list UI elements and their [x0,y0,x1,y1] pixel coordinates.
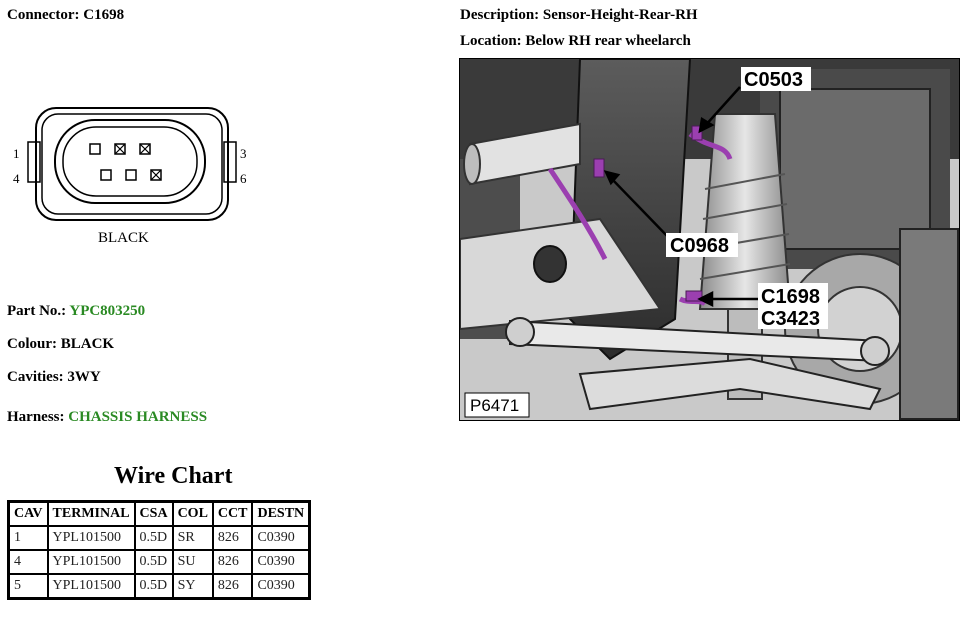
description-info: Description: Sensor-Height-Rear-RH [460,7,698,24]
table-cell: C0390 [251,525,311,551]
location-info: Location: Below RH rear wheelarch [460,33,691,50]
description-value: Sensor-Height-Rear-RH [542,7,698,23]
table-row: 4 YPL101500 0.5D SU 826 C0390 [7,549,311,575]
seal-outer [54,119,206,204]
table-cell: 826 [211,573,254,600]
callout-c3423: C3423 [761,308,820,330]
table-cell: 0.5D [133,573,174,600]
description-label: Description: [460,7,540,23]
housing-outer [35,107,229,221]
right-tab [223,141,237,183]
column-header: CAV [7,500,49,527]
location-label: Location: [460,33,522,49]
pin-label-4: 4 [13,171,20,186]
table-row: 5 YPL101500 0.5D SY 826 C0390 [7,573,311,600]
table-cell: 0.5D [133,549,174,575]
colour-label: Colour: [7,336,57,352]
cavity-5 [125,169,137,181]
housing-colour-label: BLACK [98,230,149,246]
table-row: 1 YPL101500 0.5D SR 826 C0390 [7,525,311,551]
wire-chart-table: CAV TERMINAL CSA COL CCT DESTN 1 YPL1015… [7,500,312,600]
table-cell: YPL101500 [46,525,136,551]
housing-inner [41,113,223,215]
table-cell: SR [171,525,214,551]
table-header-row: CAV TERMINAL CSA COL CCT DESTN [7,500,311,527]
callout-c0503: C0503 [744,69,803,91]
column-header: COL [171,500,214,527]
connector-label: Connector: [7,7,80,23]
callout-c0968: C0968 [670,235,729,257]
location-photo-illustration: C0503 C0968 C1698 C3423 P6471 [460,59,959,420]
location-photo: C0503 C0968 C1698 C3423 P6471 [459,58,960,421]
cavity-2 [114,143,126,155]
column-header: TERMINAL [46,500,136,527]
table-cell: C0390 [251,549,311,575]
harness-link[interactable]: CHASSIS HARNESS [68,409,208,425]
cavity-3 [139,143,151,155]
table-cell: 0.5D [133,525,174,551]
seal-inner [62,126,198,197]
cavities-label: Cavities: [7,369,64,385]
left-tab [27,141,41,183]
column-header: CSA [133,500,174,527]
table-cell: 1 [7,525,49,551]
table-cell: YPL101500 [46,573,136,600]
table-cell: SU [171,549,214,575]
column-header: CCT [211,500,254,527]
table-cell: 826 [211,549,254,575]
wire-chart-title: Wire Chart [114,463,233,489]
location-value: Below RH rear wheelarch [525,33,691,49]
callout-c1698: C1698 [761,286,820,308]
cavity-6 [150,169,162,181]
cavity-1 [89,143,101,155]
connector-info: Connector: C1698 [7,7,124,24]
cavities-value: 3WY [67,369,101,385]
column-header: DESTN [251,500,311,527]
table-cell: 826 [211,525,254,551]
colour-info: Colour: BLACK [7,336,114,353]
table-cell: YPL101500 [46,549,136,575]
pin-label-1: 1 [13,146,20,161]
table-cell: 5 [7,573,49,600]
table-cell: 4 [7,549,49,575]
pin-label-6: 6 [240,171,247,186]
part-no-label: Part No.: [7,303,67,319]
cavities-info: Cavities: 3WY [7,369,101,386]
cavity-4 [100,169,112,181]
pin-label-3: 3 [240,146,247,161]
connector-face-diagram: 1 4 3 6 BLACK [13,107,247,246]
connector-value: C1698 [83,7,125,23]
harness-info: Harness: CHASSIS HARNESS [7,409,207,426]
harness-label: Harness: [7,409,65,425]
table-cell: SY [171,573,214,600]
part-no-link[interactable]: YPC803250 [69,303,146,319]
colour-value: BLACK [60,336,115,352]
part-no-info: Part No.: YPC803250 [7,303,145,320]
table-cell: C0390 [251,573,311,600]
figure-id: P6471 [470,396,519,415]
